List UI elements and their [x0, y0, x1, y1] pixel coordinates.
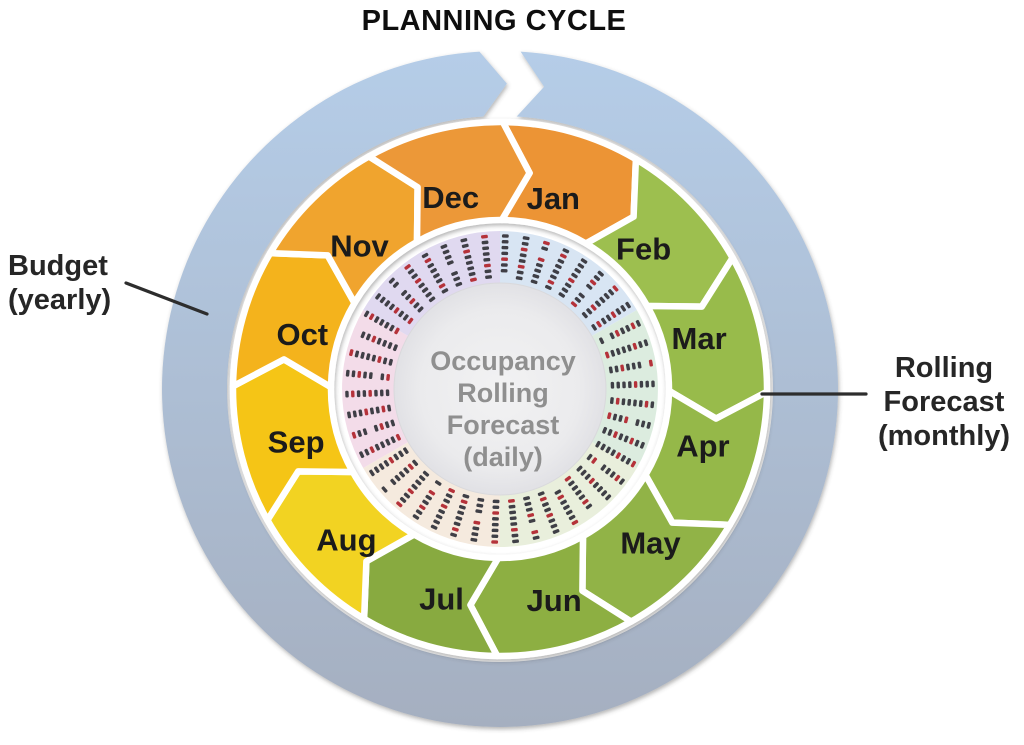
center-label-line2: Rolling: [457, 378, 549, 408]
center-label-line1: Occupancy: [430, 346, 576, 376]
month-label-jun: Jun: [527, 583, 582, 618]
month-label-feb: Feb: [616, 231, 671, 266]
month-label-oct: Oct: [276, 317, 328, 352]
center-circle: [393, 282, 607, 496]
rolling-label-line3: (monthly): [877, 420, 1011, 452]
budget-connector-line: [124, 281, 209, 316]
month-label-apr: Apr: [676, 429, 729, 464]
diagram-title: PLANNING CYCLE: [361, 5, 627, 37]
budget-label-line1: Budget: [8, 250, 108, 282]
month-label-aug: Aug: [316, 522, 376, 557]
month-label-dec: Dec: [422, 180, 479, 215]
month-label-may: May: [620, 526, 681, 561]
month-label-nov: Nov: [330, 229, 389, 264]
center-label: Occupancy Rolling Forecast (daily): [430, 345, 576, 473]
month-label-mar: Mar: [672, 321, 727, 356]
budget-label-line2: (yearly): [8, 284, 112, 316]
center-label-line4: (daily): [463, 442, 543, 472]
budget-label: Budget (yearly): [8, 249, 111, 317]
rolling-forecast-label: Rolling Forecast (monthly): [866, 351, 1022, 453]
calendar-tick-marks: [345, 234, 655, 544]
month-label-jan: Jan: [527, 181, 580, 216]
rolling-label-line1: Rolling: [894, 352, 994, 384]
month-label-jul: Jul: [419, 582, 464, 617]
calendar-ring: [342, 231, 658, 547]
center-label-line3: Forecast: [446, 410, 560, 440]
month-segment-dec: [365, 118, 533, 246]
rolling-label-line2: Forecast: [883, 386, 1005, 418]
month-ring: [229, 118, 771, 660]
month-label-sep: Sep: [268, 424, 325, 459]
